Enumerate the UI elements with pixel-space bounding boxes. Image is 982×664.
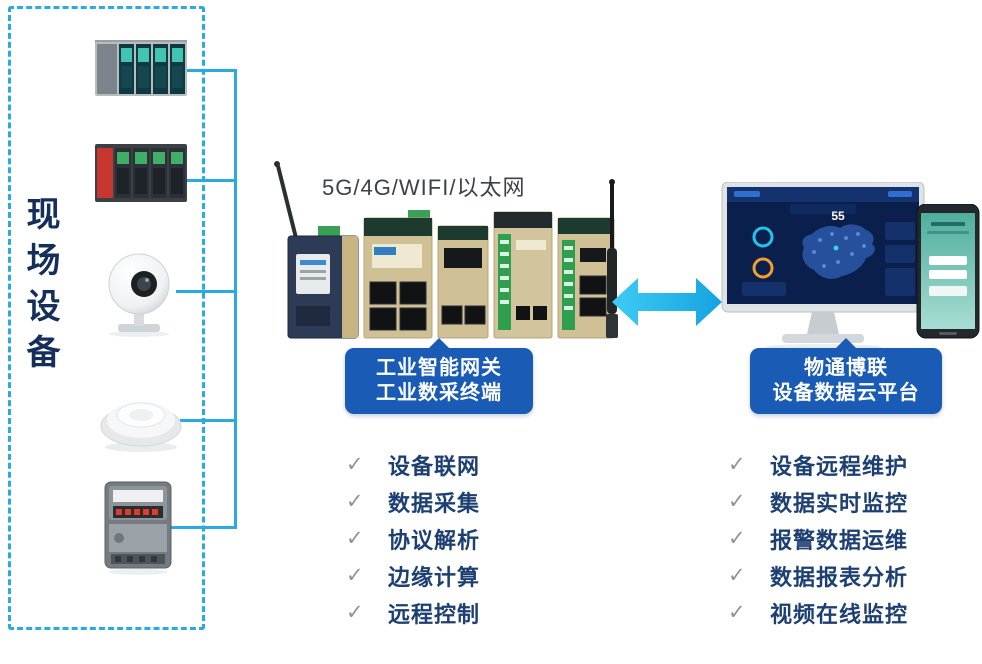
plc-b-modules: [115, 148, 185, 198]
smoke-detector-image: [100, 402, 182, 452]
feature-label: 视频在线监控: [770, 601, 909, 627]
feature-item: ✓ 数据报表分析: [728, 557, 978, 594]
gateway-device-2: [363, 210, 433, 339]
connector-hline-plc-b: [186, 179, 234, 182]
check-icon: ✓: [346, 453, 364, 476]
callout-pointer-up-icon: [836, 338, 856, 348]
check-icon: ✓: [728, 564, 746, 587]
platform-feature-list: ✓ 设备远程维护 ✓ 数据实时监控 ✓ 报警数据运维 ✓ 数据报表分析 ✓ 视频…: [728, 446, 978, 631]
platform-box-line2: 设备数据云平台: [772, 382, 920, 404]
feature-item: ✓ 远程控制: [346, 594, 586, 631]
feature-item: ✓ 报警数据运维: [728, 520, 978, 557]
dashboard-side-panels: [885, 222, 915, 296]
gateway-device-1: [287, 226, 359, 339]
gateway-box-line2: 工业数采终端: [376, 382, 502, 404]
cloud-dashboard-monitor-image: 55: [721, 182, 925, 350]
gateway-callout-box: 工业智能网关 工业数采终端: [345, 338, 533, 414]
platform-callout-box: 物通博联 设备数据云平台: [750, 338, 942, 414]
platform-box-line1: 物通博联: [804, 357, 888, 379]
gateway-feature-list: ✓ 设备联网 ✓ 数据采集 ✓ 协议解析 ✓ 边缘计算 ✓ 远程控制: [346, 446, 586, 631]
feature-label: 边缘计算: [388, 564, 481, 590]
connector-hline-smoke: [180, 419, 234, 422]
feature-item: ✓ 数据实时监控: [728, 483, 978, 520]
feature-label: 数据报表分析: [770, 564, 909, 590]
gateway-devices-image: [274, 161, 618, 339]
connectivity-label: 5G/4G/WIFI/以太网: [322, 175, 526, 200]
feature-label: 设备联网: [388, 453, 481, 479]
gateway-box-line1: 工业智能网关: [376, 357, 502, 379]
feature-label: 协议解析: [388, 527, 481, 553]
dashboard-china-map: 55: [802, 209, 875, 279]
callout-pointer-up-icon: [429, 338, 449, 348]
gateway-device-4: [493, 211, 553, 339]
feature-label: 设备远程维护: [770, 453, 909, 479]
data-flow-arrow-icon: [612, 278, 722, 326]
feature-item: ✓ 数据采集: [346, 483, 586, 520]
feature-item: ✓ 视频在线监控: [728, 594, 978, 631]
gateway-antenna-left: [274, 161, 298, 239]
check-icon: ✓: [346, 490, 364, 513]
gateway-device-3: [437, 225, 489, 339]
plc-rack-b-image: [95, 144, 187, 202]
connector-hline-plc-a: [186, 69, 234, 72]
check-icon: ✓: [728, 490, 746, 513]
check-icon: ✓: [346, 601, 364, 624]
gateway-device-5: [557, 217, 615, 339]
ip-camera-image: [108, 253, 170, 337]
check-icon: ✓: [728, 453, 746, 476]
power-meter-image: [104, 481, 172, 575]
field-devices-label: 现场设备: [21, 196, 59, 380]
dashboard-gauges: [742, 226, 786, 296]
feature-item: ✓ 协议解析: [346, 520, 586, 557]
check-icon: ✓: [728, 527, 746, 550]
feature-label: 报警数据运维: [770, 527, 909, 553]
feature-label: 数据采集: [388, 490, 481, 516]
feature-label: 远程控制: [388, 601, 481, 627]
feature-item: ✓ 设备联网: [346, 446, 586, 483]
gateway-antenna-right: [606, 179, 618, 338]
connector-vline: [234, 69, 237, 529]
connector-hline-camera: [176, 290, 234, 293]
plc-rack-a-image: [95, 40, 187, 96]
feature-item: ✓ 边缘计算: [346, 557, 586, 594]
check-icon: ✓: [346, 527, 364, 550]
feature-item: ✓ 设备远程维护: [728, 446, 978, 483]
check-icon: ✓: [728, 601, 746, 624]
check-icon: ✓: [346, 564, 364, 587]
dashboard-value: 55: [831, 209, 845, 223]
plc-a-modules: [119, 44, 185, 94]
feature-label: 数据实时监控: [770, 490, 909, 516]
mobile-app-phone-image: [916, 204, 980, 339]
field-devices-panel: [8, 6, 205, 630]
meter-digits: [116, 509, 158, 515]
